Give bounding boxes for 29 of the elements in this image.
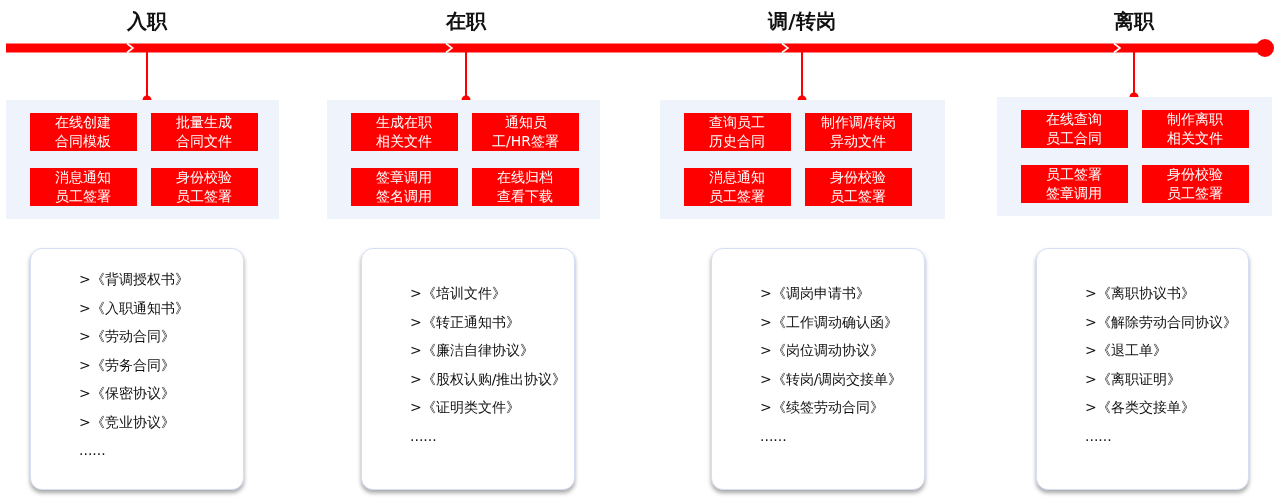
document-item: >《工作调动确认函》 bbox=[760, 312, 899, 332]
stage-title: 离职 bbox=[1114, 8, 1154, 35]
document-item: >《调岗申请书》 bbox=[760, 284, 871, 303]
document-item: >《续签劳动合同》 bbox=[760, 398, 885, 417]
document-item: >《离职协议书》 bbox=[1085, 284, 1196, 303]
stage-title: 在职 bbox=[446, 8, 486, 35]
ellipsis-text: ...... bbox=[79, 441, 107, 460]
stage-title: 调/转岗 bbox=[768, 8, 836, 35]
document-item: >《保密协议》 bbox=[79, 384, 176, 403]
stage-title: 入职 bbox=[127, 8, 167, 35]
document-item: >《入职通知书》 bbox=[79, 298, 190, 318]
document-item: >《劳务合同》 bbox=[79, 355, 176, 375]
document-item: >《背调授权书》 bbox=[79, 270, 190, 289]
document-item: >《廉洁自律协议》 bbox=[410, 341, 535, 360]
document-item: >《转正通知书》 bbox=[410, 312, 521, 332]
document-item: >《岗位调动协议》 bbox=[760, 341, 885, 360]
document-item: >《股权认购/推出协议》 bbox=[410, 369, 568, 389]
ellipsis-text: ...... bbox=[760, 426, 788, 446]
ellipsis-text: ...... bbox=[1085, 426, 1113, 446]
document-item: >《离职证明》 bbox=[1085, 369, 1182, 389]
document-item: >《竞业协议》 bbox=[79, 412, 176, 432]
document-item: >《证明类文件》 bbox=[410, 398, 521, 417]
document-item: >《劳动合同》 bbox=[79, 327, 176, 346]
ellipsis-text: ...... bbox=[410, 426, 438, 446]
document-item: >《退工单》 bbox=[1085, 341, 1168, 360]
document-item: >《各类交接单》 bbox=[1085, 398, 1196, 417]
document-item: >《解除劳动合同协议》 bbox=[1085, 312, 1238, 332]
document-item: >《培训文件》 bbox=[410, 284, 507, 303]
document-item: >《转岗/调岗交接单》 bbox=[760, 369, 904, 389]
